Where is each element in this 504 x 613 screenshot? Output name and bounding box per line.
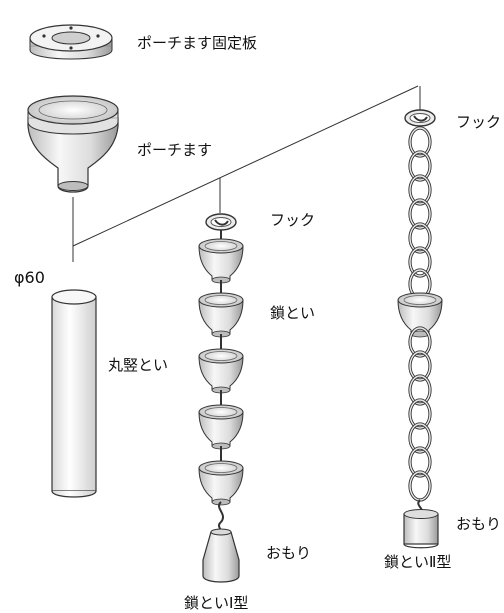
label-type-1: 鎖といⅠ型 bbox=[184, 594, 249, 612]
weight-type-1 bbox=[202, 528, 240, 583]
connector-lines bbox=[72, 85, 421, 262]
round-pipe bbox=[51, 289, 97, 498]
chain-gutter-type-2 bbox=[397, 109, 443, 549]
chain-gutter-type-1 bbox=[198, 213, 244, 583]
label-type-2: 鎖といⅡ型 bbox=[384, 553, 452, 571]
label-round-pipe: 丸竪とい bbox=[108, 356, 169, 374]
pouch-funnel bbox=[27, 95, 119, 193]
label-pouch-plate: ポーチます固定板 bbox=[137, 34, 258, 52]
label-hook-type-1: フック bbox=[270, 211, 316, 229]
label-diameter: φ60 bbox=[14, 268, 45, 287]
label-weight-type-2: おもり bbox=[456, 515, 502, 533]
label-chain-gutter: 鎖とい bbox=[270, 304, 316, 322]
weight-type-2 bbox=[403, 509, 439, 549]
label-hook-type-2: フック bbox=[456, 113, 502, 131]
label-weight-type-1: おもり bbox=[266, 544, 312, 562]
pouch-plate bbox=[29, 24, 113, 60]
label-pouch: ポーチます bbox=[137, 141, 213, 159]
